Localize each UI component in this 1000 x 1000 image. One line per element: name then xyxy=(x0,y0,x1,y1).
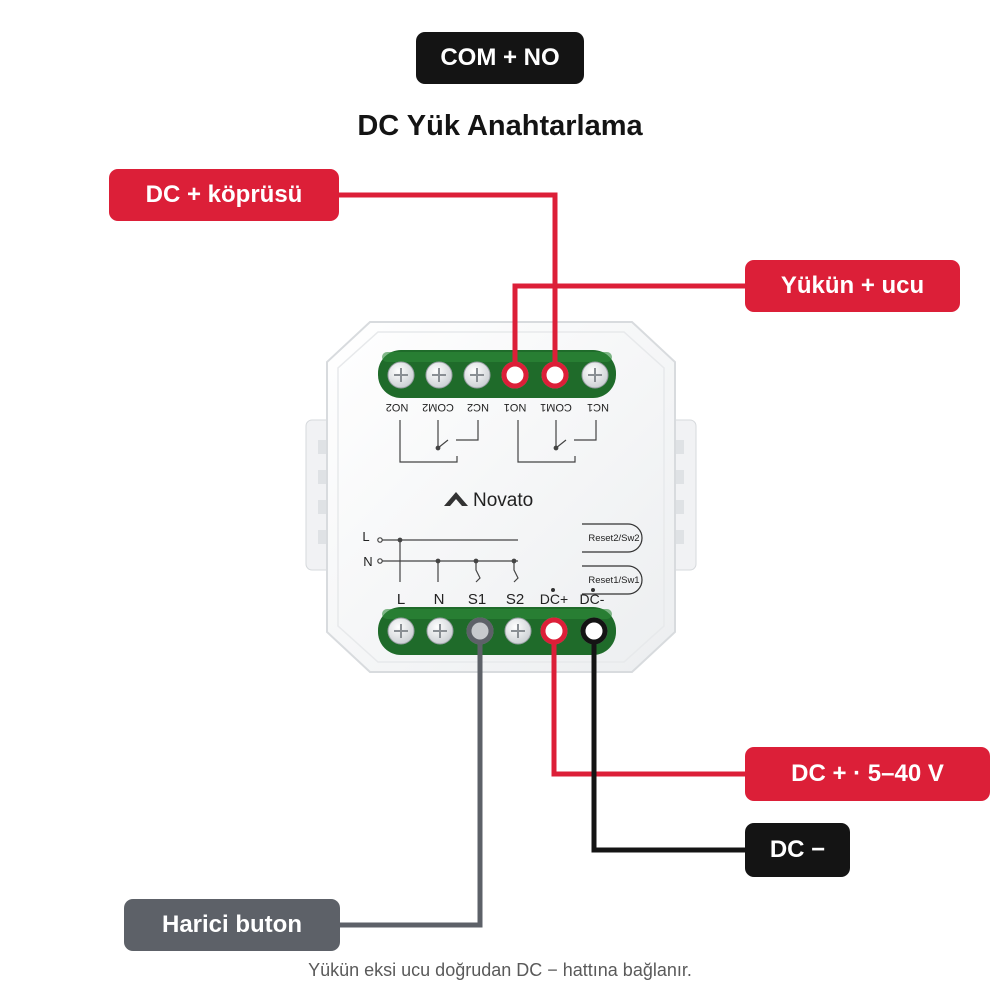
label-dc-minus: DC − xyxy=(745,823,850,877)
bottom-terminal-block xyxy=(378,607,616,655)
wire-dc-minus xyxy=(591,631,745,853)
brand-name: Novato xyxy=(473,490,533,511)
line-label-l: L xyxy=(362,529,369,544)
label-external-button: Harici buton xyxy=(124,899,340,951)
terminal-label-com2: COM2 xyxy=(422,401,454,413)
dc-minus-dot xyxy=(591,588,595,592)
terminal-label-dc-minus: DC- xyxy=(580,591,605,607)
label-dc-bridge: DC + köprüsü xyxy=(109,169,339,221)
brand-logo: Novato xyxy=(444,490,533,511)
terminal-label-no2: NO2 xyxy=(386,401,409,413)
bottom-n-screw xyxy=(426,617,454,645)
bottom-l-screw xyxy=(387,617,415,645)
terminal-markers xyxy=(466,361,608,645)
bottom-s2-screw xyxy=(504,617,532,645)
terminal-label-no1: NO1 xyxy=(504,401,527,413)
terminal-label-n: N xyxy=(434,591,445,608)
wire-dc-supply xyxy=(551,631,745,777)
page-title: DC Yük Anahtarlama xyxy=(357,110,643,142)
top-no2-screw xyxy=(387,361,415,389)
terminal-label-com1: COM1 xyxy=(540,401,572,413)
marker-dc-minus xyxy=(580,617,608,645)
reset1-label: Reset1/Sw1 xyxy=(588,575,639,586)
terminal-label-s2: S2 xyxy=(506,591,524,608)
wires xyxy=(339,192,745,928)
reset1-button[interactable]: Reset1/Sw1 xyxy=(582,565,643,595)
header-badge: COM + NO xyxy=(416,32,584,84)
reset2-label: Reset2/Sw2 xyxy=(588,533,639,544)
top-nc1-screw xyxy=(581,361,609,389)
marker-s1 xyxy=(466,617,494,645)
footnote: Yükün eksi ucu doğrudan DC − hattına bağ… xyxy=(308,960,692,980)
bottom-terminal-labels: L N S1 S2 DC+ DC- xyxy=(397,591,605,608)
label-dc-supply: DC + · 5–40 V xyxy=(745,747,990,801)
wire-load-plus xyxy=(512,283,745,374)
marker-com1 xyxy=(541,361,569,389)
wire-dc-bridge xyxy=(339,192,558,374)
line-label-n: N xyxy=(363,554,372,569)
relay-schematic xyxy=(399,420,597,463)
relay-module xyxy=(326,321,676,673)
label-load-plus: Yükün + ucu xyxy=(745,260,960,312)
terminal-label-nc1: NC1 xyxy=(587,401,609,413)
reset2-button[interactable]: Reset2/Sw2 xyxy=(582,523,643,553)
top-terminal-block xyxy=(378,350,616,398)
marker-no1 xyxy=(501,361,529,389)
top-terminal-labels: NO2 COM2 NC2 NO1 COM1 NC1 xyxy=(386,401,609,413)
terminal-label-dc-plus: DC+ xyxy=(540,591,568,607)
top-com2-screw xyxy=(425,361,453,389)
input-schematic xyxy=(377,537,519,583)
dc-plus-dot xyxy=(551,588,555,592)
terminal-label-s1: S1 xyxy=(468,591,486,608)
top-nc2-screw xyxy=(463,361,491,389)
terminal-label-nc2: NC2 xyxy=(467,401,489,413)
marker-dc-plus xyxy=(540,617,568,645)
wire-external-button xyxy=(340,631,483,928)
terminal-label-l: L xyxy=(397,591,405,608)
